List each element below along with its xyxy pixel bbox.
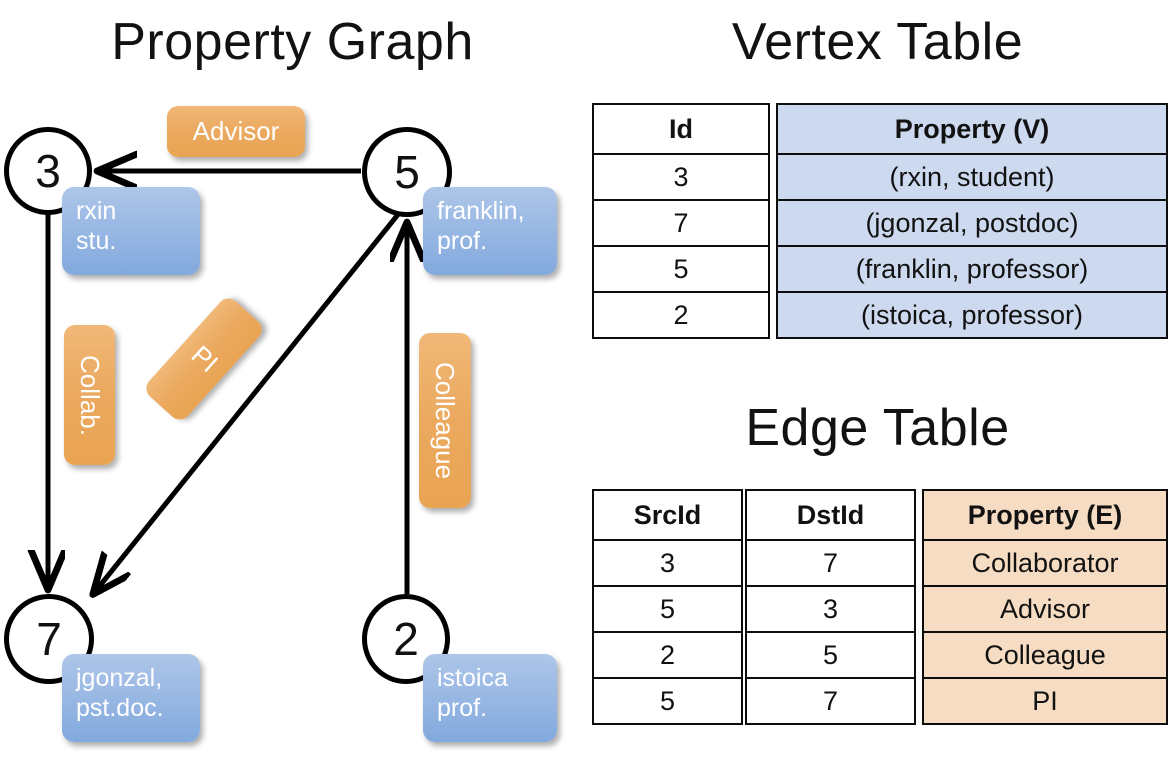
table-row: 7 [592, 199, 770, 247]
table-row: 3 [592, 539, 743, 587]
table-row: 3 [745, 585, 916, 633]
edge-header-srcid: SrcId [592, 489, 743, 541]
vertex-cell-property: (franklin, professor) [776, 245, 1168, 293]
edge-cell-dstid: 5 [745, 631, 916, 679]
edge-cell-dstid: 3 [745, 585, 916, 633]
edge-cell-property: PI [922, 677, 1168, 725]
table-row: 7 [745, 677, 916, 725]
page-title-vertex-table: Vertex Table [731, 13, 1024, 71]
vertex-property-box-5: franklin, prof. [423, 187, 557, 275]
edge-cell-srcid: 3 [592, 539, 743, 587]
edge-cell-srcid: 5 [592, 677, 743, 725]
vertex-header-id: Id [592, 103, 770, 155]
vertex-node-5-label: 5 [394, 146, 420, 198]
edge-header-dstid: DstId [745, 489, 916, 541]
edge-label-pi-text: PI [185, 339, 224, 379]
vertex-cell-property: (jgonzal, postdoc) [776, 199, 1168, 247]
vertex-property-box-7: jgonzal, pst.doc. [62, 654, 200, 742]
edge-cell-dstid: 7 [745, 677, 916, 725]
edge-label-colleague: Colleague [419, 333, 471, 508]
edge-header-property: Property (E) [922, 489, 1168, 541]
table-row: 5 [745, 631, 916, 679]
table-row: (franklin, professor) [776, 245, 1168, 293]
edge-arrow-pi [94, 210, 402, 593]
edge-label-collab: Collab. [64, 325, 115, 465]
table-row: (istoica, professor) [776, 291, 1168, 339]
edge-cell-property: Colleague [922, 631, 1168, 679]
vertex-cell-property: (istoica, professor) [776, 291, 1168, 339]
table-row: (rxin, student) [776, 153, 1168, 201]
page-title-edge-table: Edge Table [745, 399, 1010, 457]
table-row: 5 [592, 677, 743, 725]
vertex-cell-id: 5 [592, 245, 770, 293]
table-header-row: Property (V) [776, 103, 1168, 155]
table-row: 3 [592, 153, 770, 201]
edge-cell-dstid: 7 [745, 539, 916, 587]
vertex-property-box-2: istoica prof. [423, 654, 557, 742]
vertex-property-box-3: rxin stu. [62, 187, 200, 275]
edge-table-srcid-column: SrcId 3 5 2 5 [592, 489, 743, 725]
edge-table-dstid-column: DstId 7 3 5 7 [745, 489, 916, 725]
vertex-header-property: Property (V) [776, 103, 1168, 155]
table-row: Advisor [922, 585, 1168, 633]
vertex-table-property-column: Property (V) (rxin, student) (jgonzal, p… [776, 103, 1168, 339]
property-graph-diagram: Advisor Collab. PI Colleague 3 5 7 2 rxi… [0, 0, 585, 760]
table-row: 2 [592, 291, 770, 339]
vertex-node-7-label: 7 [36, 613, 62, 665]
edge-cell-srcid: 2 [592, 631, 743, 679]
table-row: Colleague [922, 631, 1168, 679]
vertex-cell-id: 2 [592, 291, 770, 339]
table-row: (jgonzal, postdoc) [776, 199, 1168, 247]
vertex-node-5[interactable]: 5 [362, 127, 452, 217]
edge-table-property-column: Property (E) Collaborator Advisor Collea… [922, 489, 1168, 725]
table-row: 7 [745, 539, 916, 587]
table-row: 2 [592, 631, 743, 679]
table-row: 5 [592, 585, 743, 633]
page-title-property-graph: Property Graph [111, 13, 474, 71]
vertex-table-id-column: Id 3 7 5 2 [592, 103, 770, 339]
vertex-node-3-label: 3 [35, 145, 61, 197]
edge-cell-srcid: 5 [592, 585, 743, 633]
table-header-row: DstId [745, 489, 916, 541]
table-row: 5 [592, 245, 770, 293]
edge-label-collab-text: Collab. [75, 354, 105, 436]
table-header-row: Property (E) [922, 489, 1168, 541]
edge-label-advisor-text: Advisor [192, 116, 280, 146]
table-header-row: Id [592, 103, 770, 155]
vertex-cell-id: 7 [592, 199, 770, 247]
vertex-cell-id: 3 [592, 153, 770, 201]
edge-label-colleague-text: Colleague [430, 361, 461, 480]
vertex-cell-property: (rxin, student) [776, 153, 1168, 201]
edge-label-advisor: Advisor [167, 106, 305, 157]
table-row: Collaborator [922, 539, 1168, 587]
edge-cell-property: Advisor [922, 585, 1168, 633]
edge-cell-property: Collaborator [922, 539, 1168, 587]
table-row: PI [922, 677, 1168, 725]
vertex-node-2-label: 2 [393, 613, 419, 665]
table-header-row: SrcId [592, 489, 743, 541]
vertex-node-2[interactable]: 2 [362, 594, 450, 684]
graph-edge-arrows [0, 0, 585, 760]
